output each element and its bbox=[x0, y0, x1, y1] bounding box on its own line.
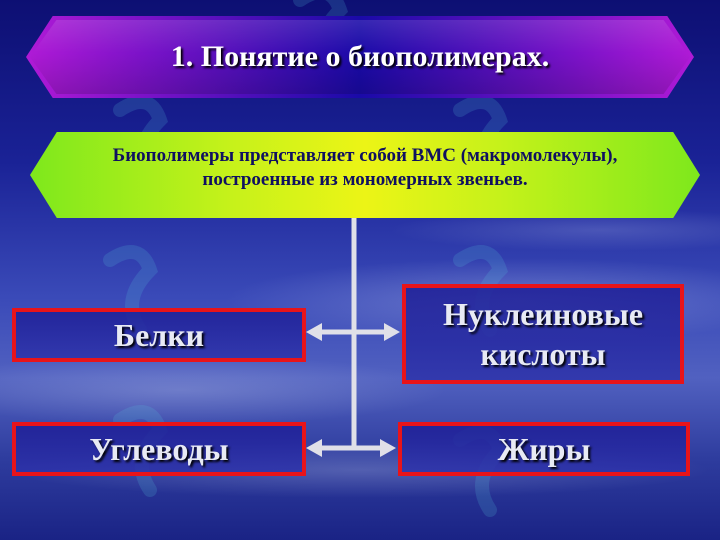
title-banner: 1. Понятие о биополимерах. bbox=[26, 16, 694, 98]
definition-banner: Биополимеры представляет собой ВМС (макр… bbox=[30, 132, 700, 218]
arrow-left-top bbox=[306, 323, 322, 341]
definition-text: Биополимеры представляет собой ВМС (макр… bbox=[113, 144, 618, 192]
nucleic-line-1: Нуклеиновые bbox=[442, 296, 644, 332]
category-carbohydrates-label: Углеводы bbox=[89, 430, 229, 467]
category-carbohydrates: Углеводы bbox=[12, 422, 306, 476]
arrow-right-top bbox=[384, 323, 400, 341]
arrow-right-bottom bbox=[380, 439, 396, 457]
arrow-left-bottom bbox=[306, 439, 322, 457]
category-proteins: Белки bbox=[12, 308, 306, 362]
category-nucleic-acids: Нуклеиновые кислоты bbox=[402, 284, 684, 384]
page-title: 1. Понятие о биополимерах. bbox=[171, 40, 549, 74]
category-fats-label: Жиры bbox=[497, 430, 591, 467]
category-fats: Жиры bbox=[398, 422, 690, 476]
title-number: 1. bbox=[170, 40, 194, 73]
definition-line-1: Биополимеры представляет собой ВМС (макр… bbox=[112, 145, 618, 166]
nucleic-line-2: кислоты bbox=[480, 336, 606, 372]
definition-line-2: построенные из мономерных звеньев. bbox=[202, 169, 528, 190]
category-nucleic-acids-label: Нуклеиновые кислоты bbox=[443, 294, 643, 374]
title-text: Понятие о биополимерах. bbox=[200, 40, 550, 73]
category-proteins-label: Белки bbox=[113, 316, 205, 353]
